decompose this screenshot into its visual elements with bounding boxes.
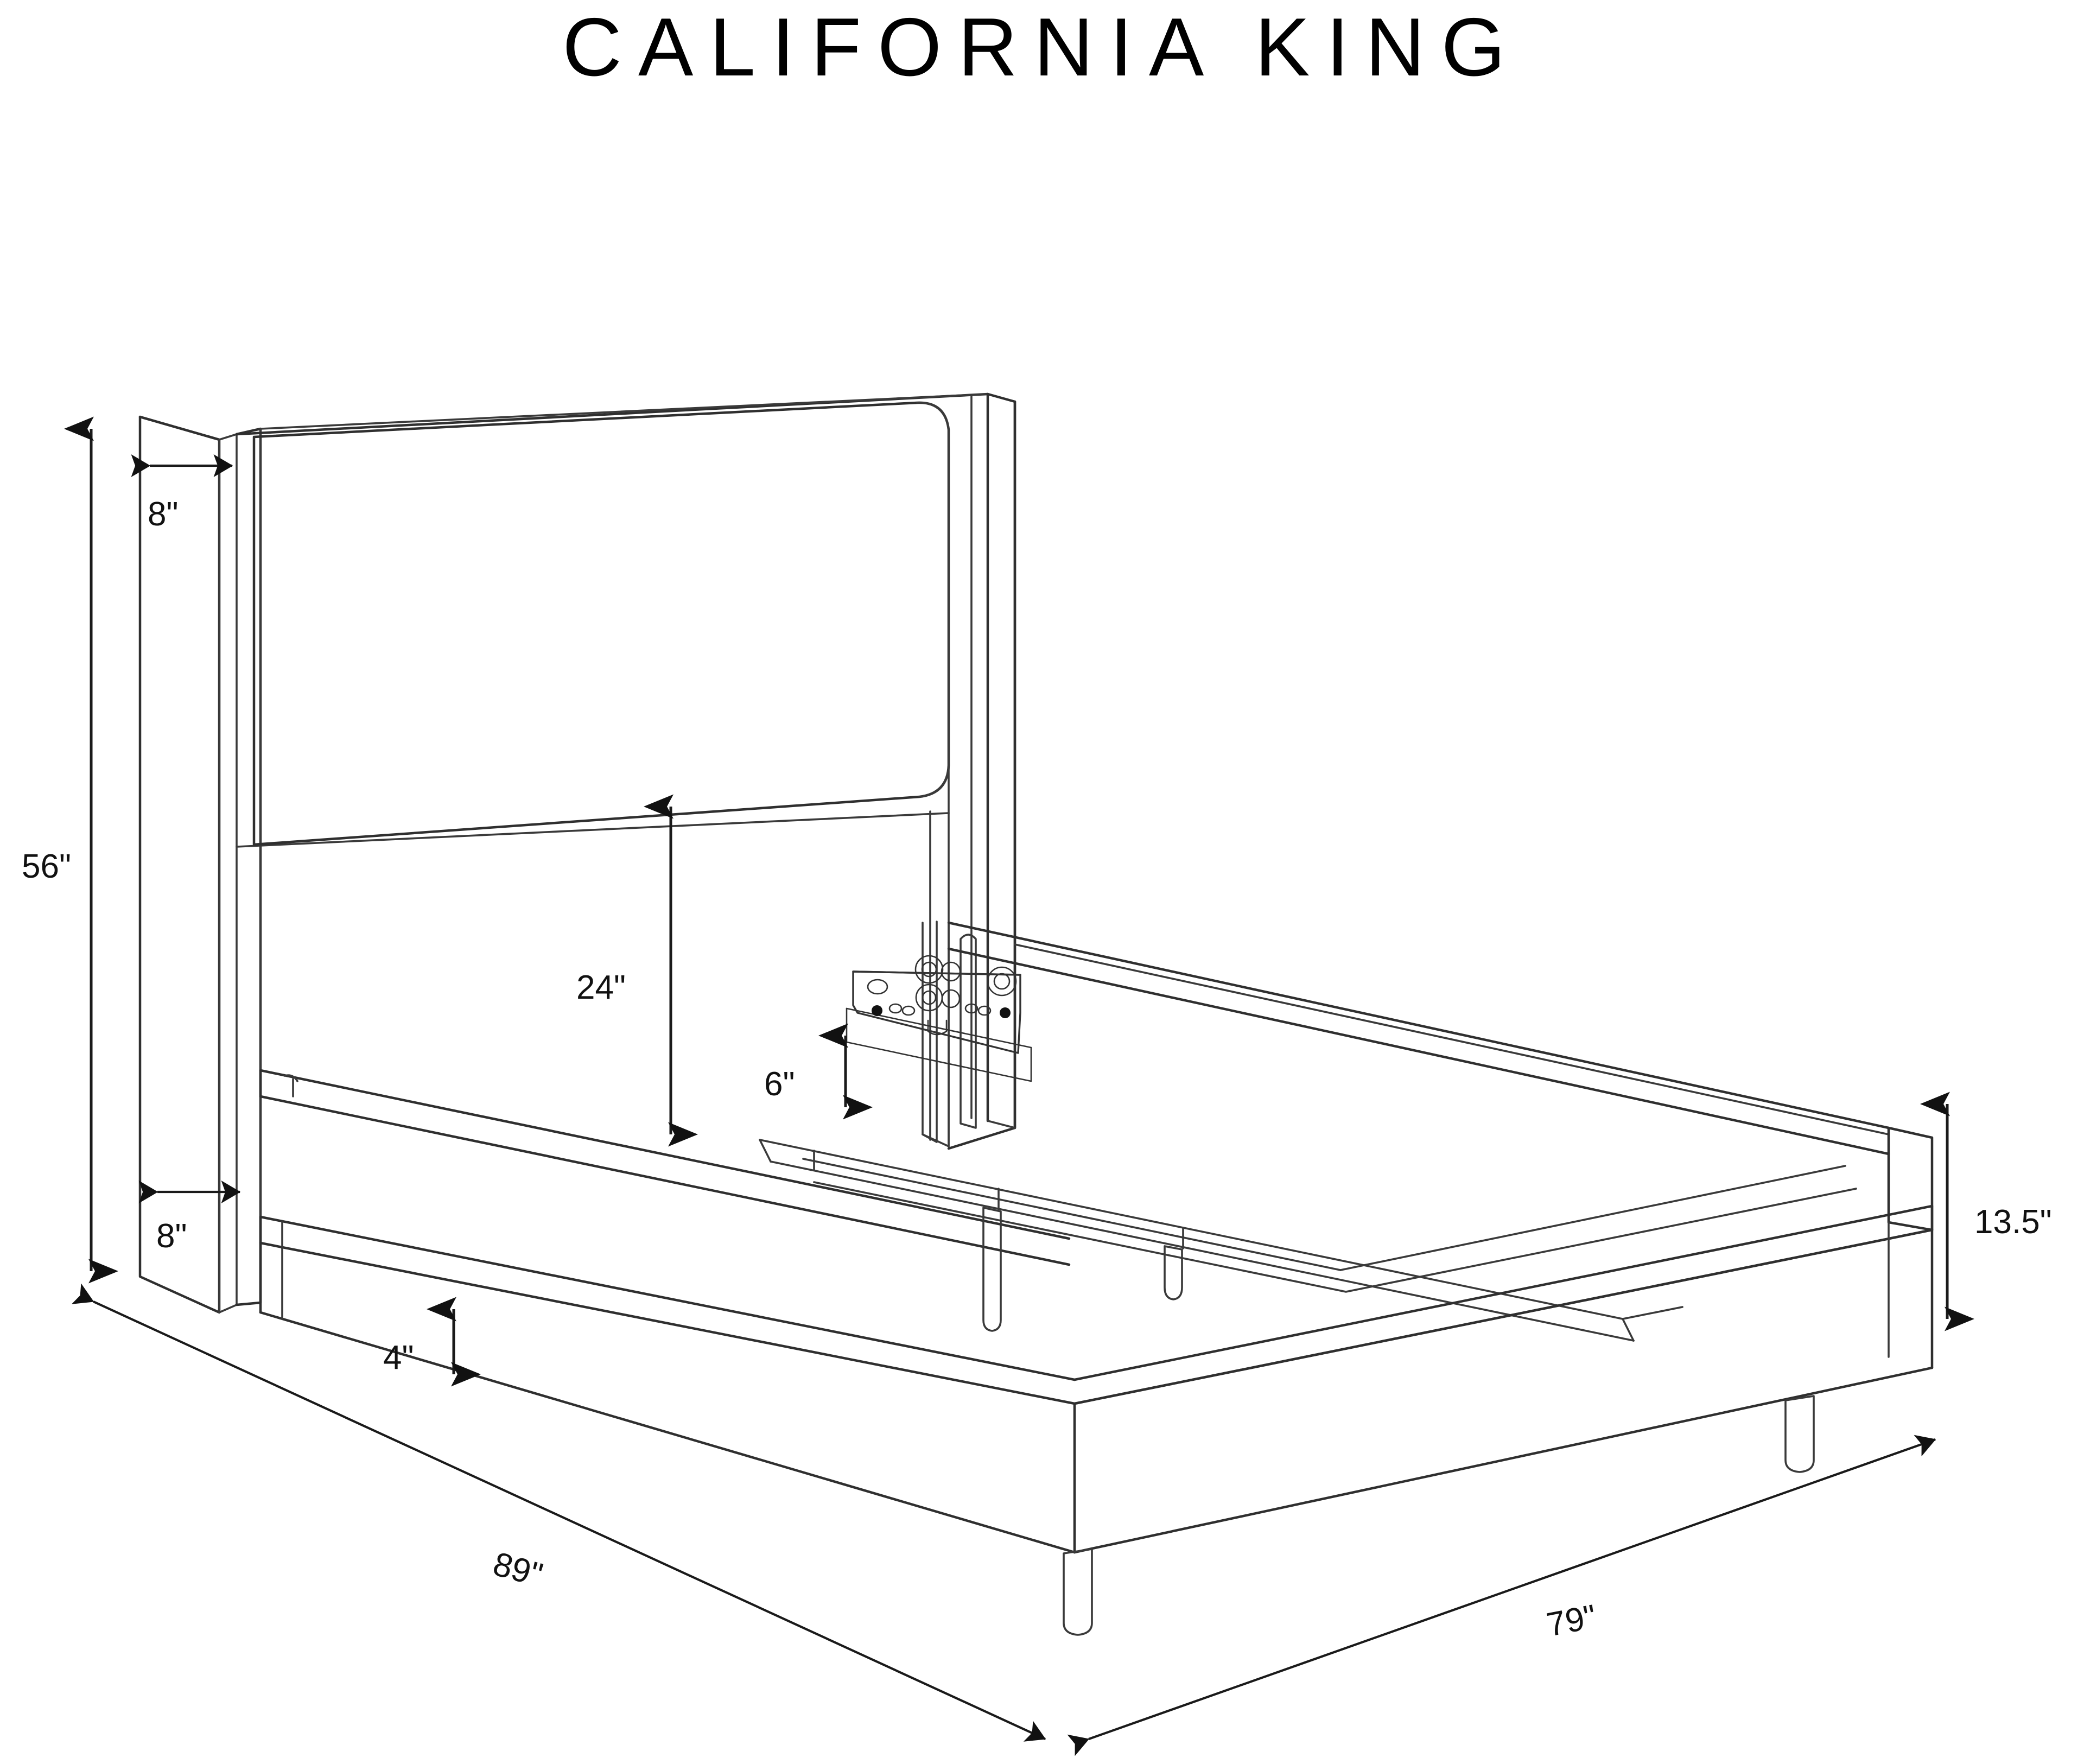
page-title: CALIFORNIA KING [562,1,1522,93]
label-56in: 56" [22,848,71,885]
headboard-upholstered-panel [252,401,950,846]
dim-bed-length [71,1283,1046,1742]
bed-foot-apron-panel [1073,1126,1934,1554]
label-6in: 6" [764,1065,795,1103]
label-4in: 4" [383,1339,414,1376]
dimension-labels: 56" 8" 8" 24" 6" 4" 13.5" 89" 79" [22,496,2052,1644]
label-8in-top: 8" [148,496,179,533]
bed-inner-deck-recess [802,1158,1857,1293]
label-13p5in: 13.5" [1974,1203,2052,1241]
center-bracket-hardware [846,955,1032,1082]
dim-bed-width [1067,1435,1936,1756]
bed-corner-legs [1063,1395,1815,1636]
label-79in: 79" [1544,1598,1599,1644]
label-8in-bottom: 8" [156,1217,187,1255]
headboard-right-wing-post [916,392,1016,1147]
headboard-outer-shell [235,392,1016,1150]
bed-left-side-rail [259,1069,1071,1266]
bed-deck-left-edge [259,1215,1076,1405]
label-24in: 24" [576,969,626,1006]
headboard-left-wing-post [138,415,238,1314]
bed-left-apron-panel [259,1241,1076,1554]
headboard-left-inner-post [235,427,262,1306]
label-89in: 89" [489,1545,547,1594]
bed-head-cross-rail [947,921,1890,1156]
